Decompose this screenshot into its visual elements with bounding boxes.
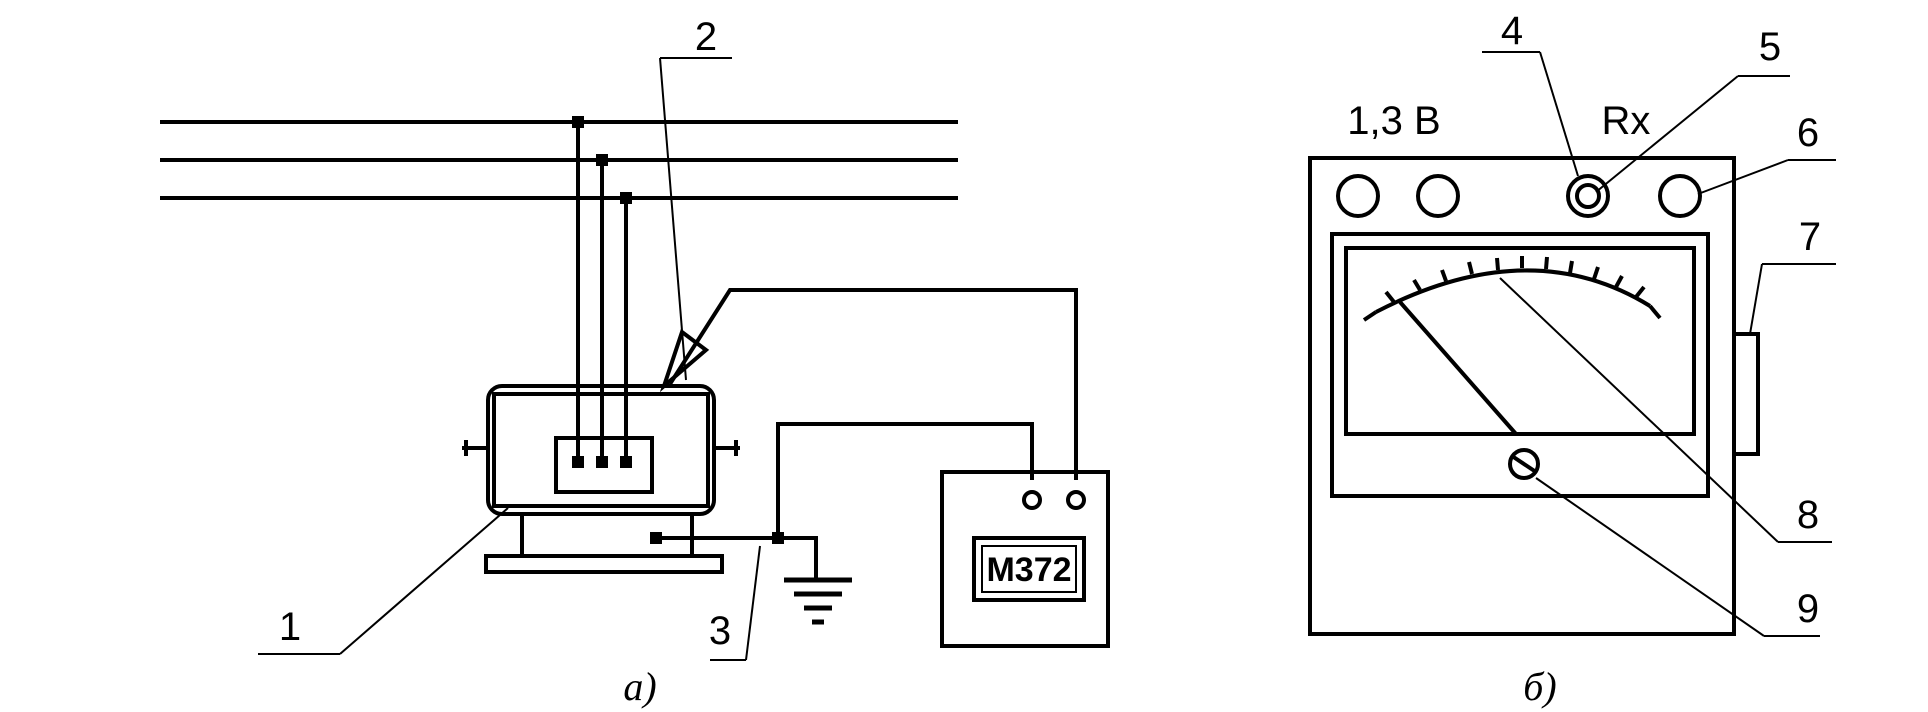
callout-5: 5 (1759, 25, 1781, 69)
figure-a: М372 1 2 3 а) (160, 15, 1110, 709)
dial-scale (1362, 256, 1662, 322)
callout-6: 6 (1797, 111, 1819, 155)
terminal-label-voltage: 1,3 В (1347, 99, 1440, 143)
terminal-label-rx: Rx (1602, 99, 1651, 143)
caption-b: б) (1523, 664, 1556, 709)
callout-3: 3 (709, 609, 731, 653)
callout-8: 8 (1797, 493, 1819, 537)
terminal-voltage-2 (1416, 174, 1460, 218)
callout-1: 1 (279, 605, 301, 649)
callout-2: 2 (695, 15, 717, 59)
callout-leaders-a (258, 57, 761, 661)
callout-leaders-b (1482, 51, 1836, 637)
terminal-rx-socket (1566, 174, 1610, 218)
phase-taps (572, 116, 632, 462)
terminal-voltage-1 (1336, 174, 1380, 218)
motor-body (462, 384, 740, 574)
terminals (1336, 174, 1702, 218)
callout-9: 9 (1797, 587, 1819, 631)
power-lines (160, 120, 958, 200)
dial-window (1330, 232, 1710, 498)
figure-b: 1,3 В Rx (1308, 9, 1836, 709)
generator-crank (1732, 332, 1760, 456)
megohmmeter: М372 (940, 470, 1110, 648)
caption-a: а) (623, 664, 656, 709)
probe-lead (659, 288, 1078, 480)
callout-7: 7 (1799, 215, 1821, 259)
meter-model-label: М372 (986, 551, 1071, 589)
ground-symbol (784, 577, 852, 625)
zero-adjust-screw (1508, 448, 1540, 480)
terminal-rx (1658, 174, 1702, 218)
meter-needle (1398, 300, 1518, 436)
ground-connection (650, 422, 1034, 578)
ohmmeter-housing (1308, 156, 1736, 636)
callout-4: 4 (1501, 9, 1523, 53)
